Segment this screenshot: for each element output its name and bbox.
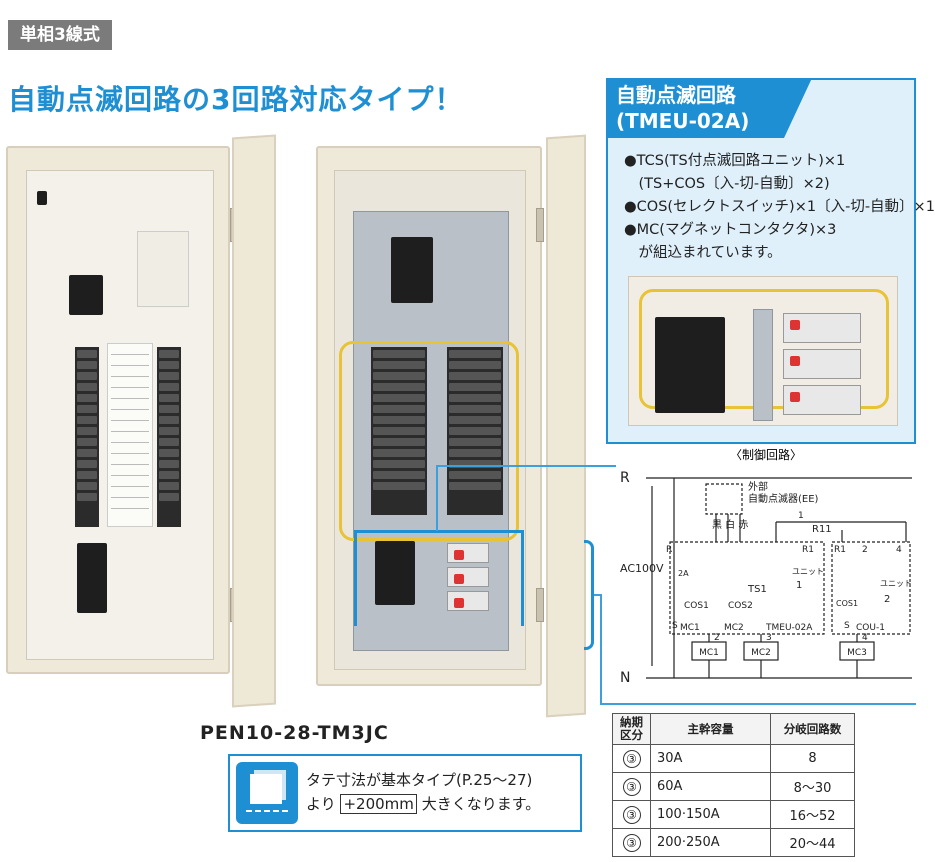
magnetic-contactor bbox=[783, 349, 861, 379]
label-mc2: MC2 bbox=[724, 623, 744, 633]
system-tag: 単相3線式 bbox=[8, 20, 112, 50]
info-title: 自動点滅回路 (TMEU-02A) bbox=[606, 78, 812, 138]
control-unit bbox=[77, 543, 107, 613]
highlight-bracket bbox=[354, 530, 524, 626]
list-item: ●MC(マグネットコンタクタ)×3 bbox=[624, 222, 837, 238]
cabinet-photo-left bbox=[6, 146, 238, 674]
label-n2: 2 bbox=[714, 633, 720, 643]
door-right bbox=[546, 134, 586, 718]
leader-line bbox=[594, 594, 602, 596]
hinge bbox=[536, 588, 544, 622]
model-number: PEN10-28-TM3JC bbox=[200, 722, 389, 744]
label-2b: 2 bbox=[862, 545, 868, 555]
col-header-delivery: 納期区分 bbox=[612, 713, 651, 745]
latch bbox=[37, 191, 47, 205]
spec-table: 納期区分 主幹容量 分岐回路数 ③ 30A 8 ③ 60A 8～30 ③ 100… bbox=[612, 713, 855, 857]
label-unit1: ユニット bbox=[792, 567, 824, 576]
magnetic-contactor bbox=[447, 567, 489, 587]
size-note-text: タテ寸法が基本タイプ(P.25～27) より +200mm 大きくなります。 bbox=[306, 771, 541, 814]
label-ext2: 自動点滅器(EE) bbox=[748, 492, 819, 505]
label-n: N bbox=[620, 670, 630, 686]
leader-line bbox=[436, 465, 616, 467]
inner-cover bbox=[26, 170, 214, 660]
table-row: ③ 100·150A 16～52 bbox=[612, 800, 855, 829]
label-f2a: 2A bbox=[678, 569, 689, 578]
label-ac: AC100V bbox=[620, 562, 664, 575]
leader-line bbox=[600, 594, 602, 704]
table-row: ③ 200·250A 20～44 bbox=[612, 828, 855, 857]
leader-line bbox=[436, 465, 438, 531]
breaker-column-left bbox=[371, 347, 427, 515]
magnetic-contactor bbox=[447, 543, 489, 563]
label-s2: S bbox=[844, 621, 850, 631]
label-cos1b: COS1 bbox=[836, 599, 858, 608]
magnetic-contactor bbox=[783, 313, 861, 343]
tcs-unit bbox=[375, 541, 415, 605]
circuit-title: 〈制御回路〉 bbox=[730, 447, 802, 462]
label-ext1: 外部 bbox=[748, 480, 768, 493]
label-n3: 3 bbox=[766, 633, 772, 643]
label-r-small: R bbox=[666, 545, 672, 555]
magnetic-contactor bbox=[783, 385, 861, 415]
din-rail bbox=[753, 309, 773, 421]
control-circuit-diagram: 〈制御回路〉 R N AC100V 外部 自動点滅器(EE) 黒 白 赤 1 R… bbox=[616, 446, 916, 696]
label-unit2: ユニット bbox=[880, 579, 912, 588]
mc1-box-label: MC1 bbox=[699, 648, 719, 658]
col-header-capacity: 主幹容量 bbox=[650, 713, 771, 745]
label-unit2-num: 2 bbox=[884, 594, 890, 605]
label-cos1: COS1 bbox=[684, 601, 709, 611]
label-strip-center bbox=[107, 343, 153, 527]
label-ts1: TS1 bbox=[747, 584, 767, 595]
interior bbox=[334, 170, 526, 670]
page-headline: 自動点滅回路の3回路対応タイプ！ bbox=[8, 83, 464, 116]
breaker-column-left bbox=[75, 347, 99, 527]
label-4b: 4 bbox=[896, 545, 902, 555]
label-wires: 黒 白 赤 bbox=[712, 518, 748, 531]
door-left bbox=[232, 134, 276, 708]
cabinet-photo-right bbox=[316, 146, 544, 686]
tcs-unit bbox=[655, 317, 725, 413]
table-row: ③ 60A 8～30 bbox=[612, 772, 855, 801]
hinge bbox=[536, 208, 544, 242]
list-item: ●TCS(TS付点滅回路ユニット)×1 bbox=[624, 153, 846, 169]
main-breaker bbox=[69, 275, 103, 315]
breaker-column-right bbox=[447, 347, 503, 515]
list-item: ●COS(セレクトスイッチ)×1〔入-切-自動〕×1 bbox=[624, 199, 935, 215]
list-item: (TS+COS〔入-切-自動〕×2) bbox=[624, 176, 830, 192]
main-breaker bbox=[391, 237, 433, 303]
label-cou: COU-1 bbox=[856, 623, 885, 633]
mc3-box-label: MC3 bbox=[847, 648, 867, 658]
info-list: ●TCS(TS付点滅回路ユニット)×1 (TS+COS〔入-切-自動〕×2) ●… bbox=[624, 150, 935, 265]
wiring bbox=[339, 341, 519, 541]
magnetic-contactor bbox=[447, 591, 489, 611]
unit-photo bbox=[628, 276, 898, 426]
label-s: S bbox=[672, 621, 678, 631]
info-panel: 自動点滅回路 (TMEU-02A) ●TCS(TS付点滅回路ユニット)×1 (T… bbox=[606, 78, 935, 444]
col-header-branches: 分岐回路数 bbox=[770, 713, 855, 745]
label-tmeu: TMEU-02A bbox=[765, 623, 813, 633]
label-mc1: MC1 bbox=[680, 623, 700, 633]
label-cos2: COS2 bbox=[728, 601, 753, 611]
list-item: が組込まれています。 bbox=[624, 245, 782, 261]
cabinet-size-icon bbox=[236, 762, 298, 824]
label-unit1-num: 1 bbox=[796, 580, 802, 591]
label-n4: 4 bbox=[862, 633, 868, 643]
size-note: タテ寸法が基本タイプ(P.25～27) より +200mm 大きくなります。 bbox=[228, 754, 582, 832]
label-one: 1 bbox=[798, 511, 804, 521]
grid-window bbox=[137, 231, 189, 307]
leader-line bbox=[600, 703, 916, 705]
label-r: R bbox=[620, 470, 630, 486]
side-bracket bbox=[584, 540, 594, 650]
table-row: ③ 30A 8 bbox=[612, 744, 855, 773]
label-r1: R1 bbox=[802, 545, 814, 555]
breaker-column-right bbox=[157, 347, 181, 527]
label-r11: R11 bbox=[812, 524, 832, 535]
label-r1b: R1 bbox=[834, 545, 846, 555]
mc2-box-label: MC2 bbox=[751, 648, 771, 658]
